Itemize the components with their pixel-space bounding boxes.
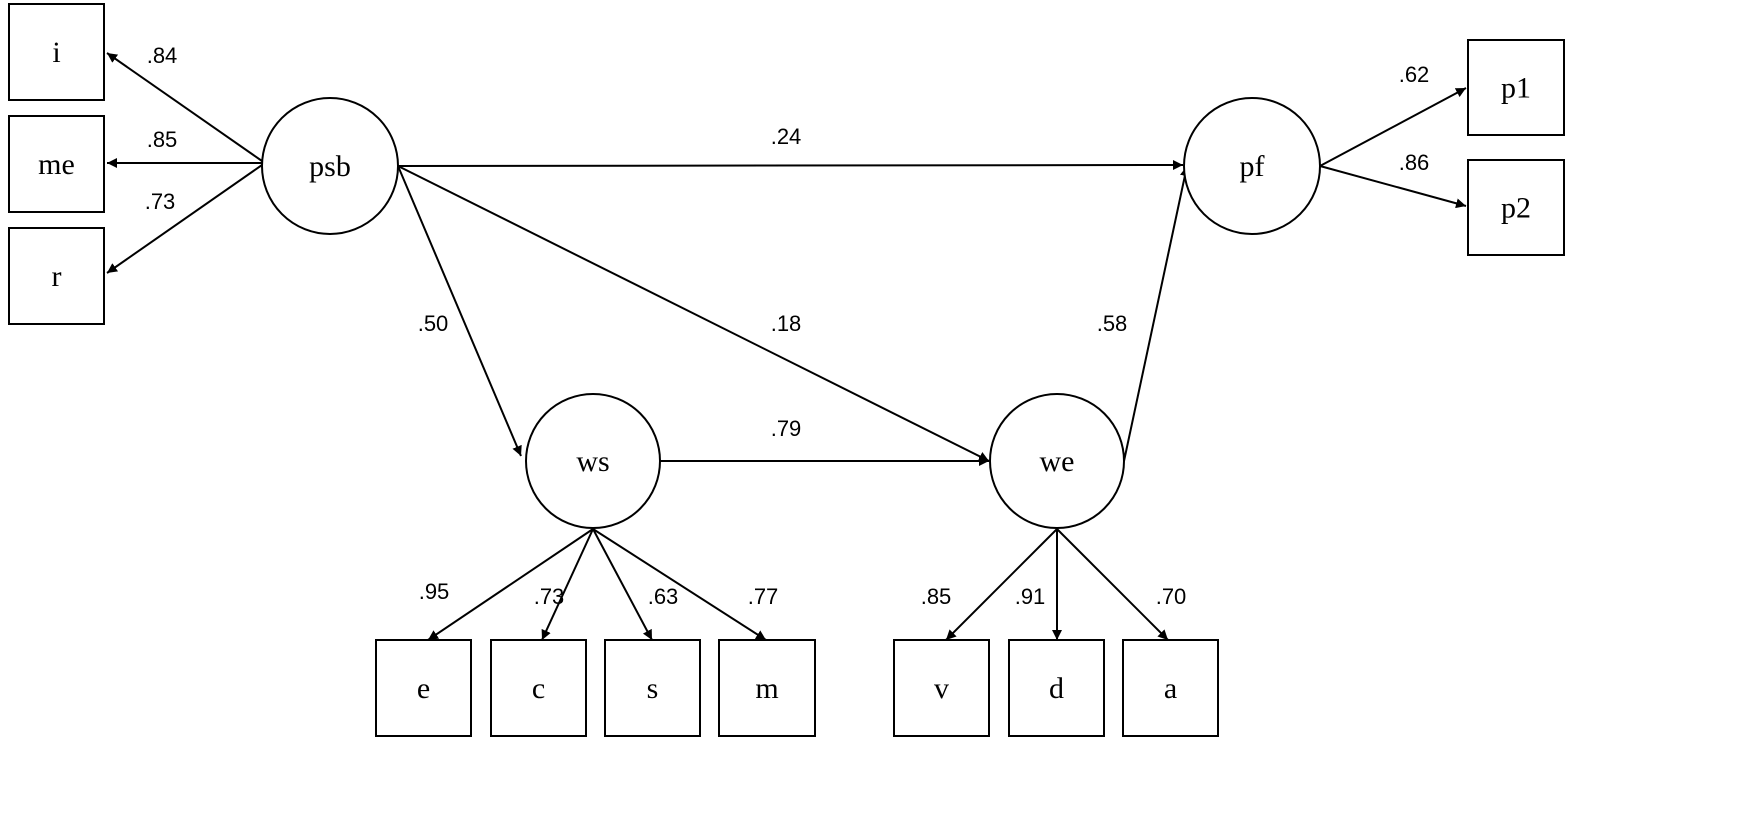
edge-psb-to-pf: .24 (397, 124, 1184, 171)
edge-label: .70 (1156, 584, 1187, 609)
observed-node-p2: p2 (1467, 159, 1565, 256)
latent-circle (525, 393, 661, 529)
observed-box (8, 3, 105, 101)
observed-node-me: me (8, 115, 105, 213)
edge-psb-to-i: .84 (106, 43, 263, 162)
observed-box (1467, 39, 1565, 136)
observed-node-m: m (718, 639, 816, 737)
edge-psb-to-ws: .50 (397, 165, 522, 457)
edge-label: .91 (1015, 584, 1046, 609)
edge-arrow (1319, 165, 1467, 209)
latent-label: we (1040, 445, 1075, 478)
edge-ws-to-e: .95 (419, 528, 594, 641)
latent-node-pf: pf (1183, 97, 1321, 235)
latent-circle (1183, 97, 1321, 235)
edge-arrow (1319, 87, 1467, 167)
edge-label: .85 (147, 127, 178, 152)
edge-pf-to-p1: .62 (1319, 62, 1467, 167)
edge-arrow (945, 528, 1058, 641)
latent-circle (989, 393, 1125, 529)
edge-label: .73 (534, 584, 565, 609)
edge-label: .86 (1399, 150, 1430, 175)
observed-node-i: i (8, 3, 105, 101)
edge-arrow (397, 165, 990, 462)
latent-node-ws: ws (525, 393, 661, 529)
edge-arrow (106, 52, 263, 162)
observed-node-v: v (893, 639, 990, 737)
edge-we-to-a: .70 (1056, 528, 1187, 641)
observed-label: v (934, 672, 949, 705)
edge-psb-to-we: .18 (397, 165, 990, 462)
observed-box (490, 639, 587, 737)
observed-label: c (532, 672, 545, 705)
observed-box (1008, 639, 1105, 737)
edge-label: .77 (748, 584, 779, 609)
observed-node-e: e (375, 639, 472, 737)
latent-node-we: we (989, 393, 1125, 529)
observed-label: i (52, 36, 60, 69)
edge-ws-to-we: .79 (660, 416, 989, 466)
edge-label: .24 (771, 124, 802, 149)
observed-label: e (417, 672, 430, 705)
edge-arrow (1123, 165, 1190, 462)
edge-we-to-pf: .58 (1097, 165, 1190, 462)
observed-label: r (52, 260, 62, 293)
observed-box (375, 639, 472, 737)
edge-arrow (397, 160, 1184, 171)
observed-node-c: c (490, 639, 587, 737)
edge-arrow (1056, 528, 1169, 641)
edge-arrow (106, 164, 263, 274)
edge-label: .95 (419, 579, 450, 604)
observed-label: me (38, 148, 75, 181)
edge-we-to-v: .85 (921, 528, 1058, 641)
edges-layer: .84 .85 .73 .24 .50 .18 .79 .58 .62 .86 .95 .73 .63.… (106, 43, 1467, 641)
observed-node-a: a (1122, 639, 1219, 737)
observed-box (8, 115, 105, 213)
observed-node-p1: p1 (1467, 39, 1565, 136)
edge-label: .18 (771, 311, 802, 336)
edge-label: .73 (145, 189, 176, 214)
edge-psb-to-me: .85 (107, 127, 262, 168)
observed-label: s (647, 672, 659, 705)
edge-label: .85 (921, 584, 952, 609)
edge-ws-to-m: .77 (592, 528, 779, 641)
edge-psb-to-r: .73 (106, 164, 263, 274)
observed-label: p1 (1501, 72, 1531, 105)
observed-box (604, 639, 701, 737)
edge-label: .58 (1097, 311, 1128, 336)
latent-node-psb: psb (261, 97, 399, 235)
edge-arrow (397, 165, 522, 457)
latent-circle (261, 97, 399, 235)
edge-label: .50 (418, 311, 449, 336)
nodes-layer: psb ws we pf i me r e c s m v d a p1 p2 (8, 3, 1565, 737)
observed-label: d (1049, 672, 1064, 705)
edge-label: .63 (648, 584, 679, 609)
observed-node-d: d (1008, 639, 1105, 737)
edge-ws-to-c: .73 (534, 528, 594, 641)
edge-label: .84 (147, 43, 178, 68)
observed-box (8, 227, 105, 325)
edge-arrow (592, 528, 767, 641)
observed-node-r: r (8, 227, 105, 325)
observed-label: m (755, 672, 778, 705)
observed-box (1122, 639, 1219, 737)
edge-pf-to-p2: .86 (1319, 150, 1467, 209)
edge-label: .79 (771, 416, 802, 441)
observed-box (718, 639, 816, 737)
latent-label: ws (576, 445, 609, 478)
observed-box (893, 639, 990, 737)
latent-label: pf (1240, 150, 1265, 183)
observed-label: a (1164, 672, 1177, 705)
edge-arrow (541, 528, 594, 641)
edge-arrow (592, 528, 653, 641)
observed-box (1467, 159, 1565, 256)
observed-node-s: s (604, 639, 701, 737)
latent-label: psb (309, 150, 351, 183)
edge-we-to-d: .91 (1015, 529, 1062, 640)
edge-ws-to-s: .63 (592, 528, 679, 641)
observed-label: p2 (1501, 192, 1531, 225)
edge-label: .62 (1399, 62, 1430, 87)
edge-arrow (427, 528, 594, 641)
